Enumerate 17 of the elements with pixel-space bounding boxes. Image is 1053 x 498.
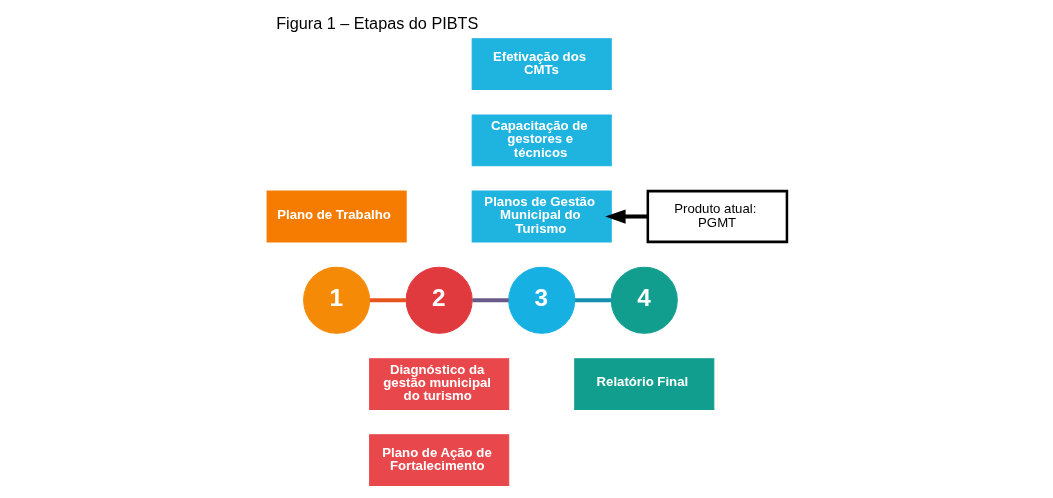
node-box: Produto atual: PGMT	[646, 189, 788, 244]
node-circle: 2	[405, 266, 473, 334]
diagram-title: Figura 1 – Etapas do PIBTS	[275, 14, 478, 33]
node-box: Relatório Final	[573, 358, 714, 410]
node-box: Planos de Gestão Municipal do Turismo	[471, 190, 612, 243]
node-box: Plano de Ação de Fortalecimento	[368, 434, 509, 487]
node-circle: 1	[302, 266, 370, 334]
node-box: Efetivação dos CMTs	[471, 38, 612, 91]
node-box: Capacitação de gestores e técnicos	[471, 114, 612, 167]
connector	[471, 298, 509, 303]
connector	[369, 298, 406, 303]
arrow	[604, 209, 648, 224]
node-box: Plano de Trabalho	[266, 190, 407, 243]
node-circle: 4	[610, 266, 678, 334]
node-box: Diagnóstico da gestão municipal do turismo	[368, 358, 509, 410]
node-circle: 3	[507, 266, 575, 334]
connector	[574, 298, 611, 303]
